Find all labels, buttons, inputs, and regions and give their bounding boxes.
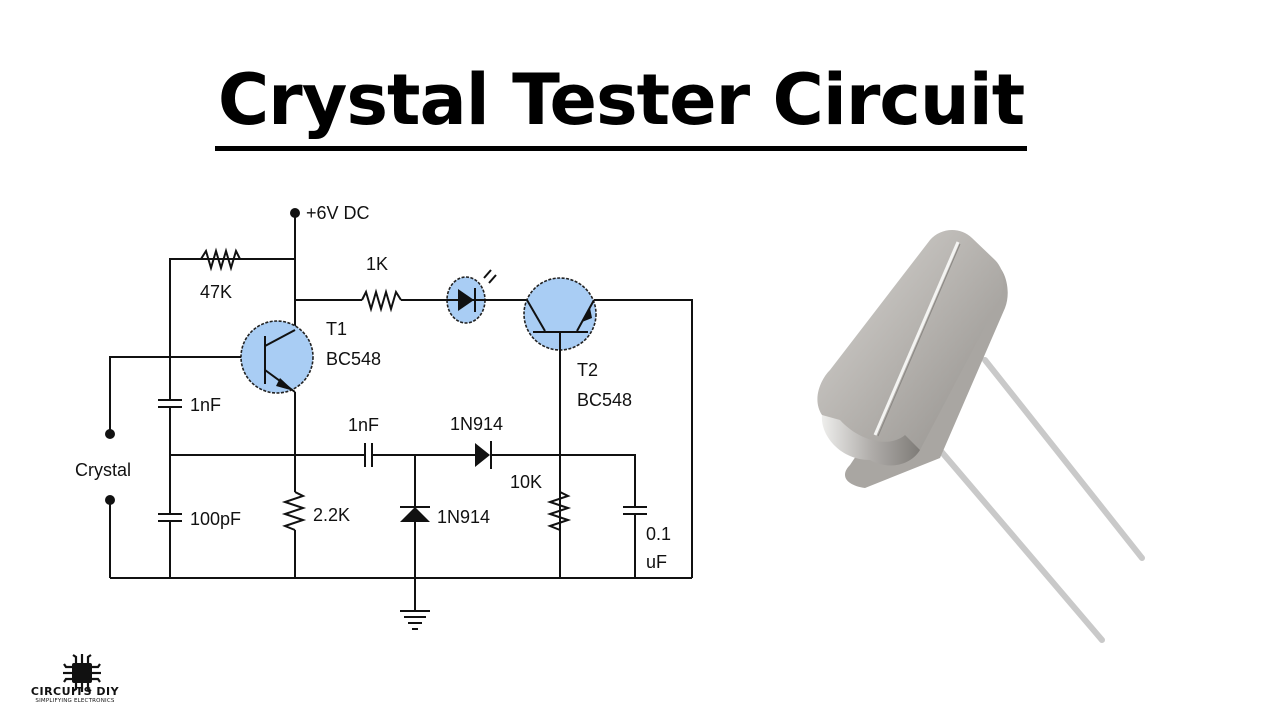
crystal-ridge-shadow (877, 243, 961, 437)
label-t2-part: BC548 (577, 390, 632, 410)
transistor-t1 (240, 320, 314, 394)
crystal-case (817, 229, 1004, 466)
crystal-terminal-top (105, 429, 115, 439)
label-100pf: 100pF (190, 509, 241, 529)
led-ray-1 (483, 269, 492, 279)
logo-name: CIRCUITS DIY (30, 685, 120, 698)
wire-t1-base (109, 356, 241, 432)
label-1n914-shunt: 1N914 (437, 507, 490, 527)
crystal-lead-2 (982, 357, 1145, 561)
crystal-tester-schematic: +6V DC 47K 1K T2 BC548 T1 BC548 Crystal … (75, 203, 693, 630)
t2-emitter (576, 299, 595, 332)
label-1nf-base: 1nF (190, 395, 221, 415)
diode-series (475, 443, 490, 467)
diode-shunt (400, 507, 430, 522)
logo-tagline: SIMPLIFYING ELECTRONICS (35, 698, 115, 704)
circuits-diy-logo (63, 654, 101, 692)
t2-collector (526, 299, 546, 332)
resistor-2k2 (281, 491, 307, 531)
wire-t2-emitter-return (594, 299, 693, 578)
label-1k: 1K (366, 254, 388, 274)
crystal-case-end (821, 415, 920, 466)
crystal-ridge (873, 241, 960, 436)
label-01uf-line1: 0.1 (646, 524, 671, 544)
crystal-photo (817, 229, 1145, 643)
chip-icon (72, 663, 92, 683)
resistor-47k-zigzag (200, 247, 241, 272)
crystal-label: Crystal (75, 460, 131, 480)
title-underline (215, 146, 1027, 151)
label-t2-name: T2 (577, 360, 598, 380)
t1-emitter-arrow (276, 378, 294, 391)
resistor-1k (361, 288, 402, 313)
page-title: Crystal Tester Circuit (217, 59, 1025, 141)
label-01uf-line2: uF (646, 552, 667, 572)
label-10k: 10K (510, 472, 542, 492)
label-1n914-series: 1N914 (450, 414, 503, 434)
supply-label: +6V DC (306, 203, 370, 223)
label-t1-part: BC548 (326, 349, 381, 369)
led-ray-2 (488, 274, 497, 284)
wire-diode-out (491, 454, 636, 507)
t2-emitter-arrow (582, 308, 592, 322)
label-1nf-coupling: 1nF (348, 415, 379, 435)
led-triangle (458, 289, 474, 311)
crystal-lead-1 (937, 447, 1105, 643)
resistor-10k (546, 491, 572, 531)
label-2k2: 2.2K (313, 505, 350, 525)
label-47k: 47K (200, 282, 232, 302)
ground-icon (400, 610, 430, 630)
wire-47k-down (169, 258, 200, 400)
label-t1-name: T1 (326, 319, 347, 339)
t1-collector (264, 329, 296, 347)
